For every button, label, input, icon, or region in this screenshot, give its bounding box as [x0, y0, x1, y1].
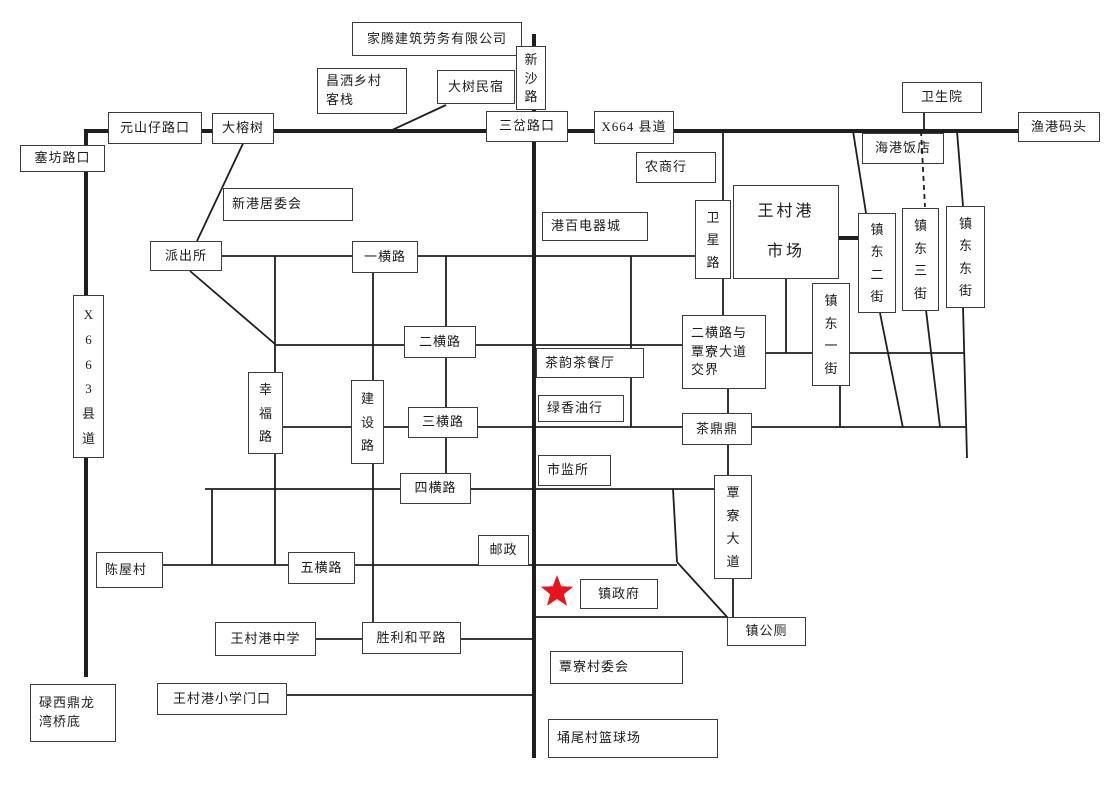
map-box-chadingding: 茶鼎鼎	[682, 413, 752, 445]
map-box-haigang-restaurant: 海港饭店	[862, 133, 944, 164]
map-box-zhendong-1st-street: 镇东一街	[812, 283, 850, 386]
map-box-market-supervision-office: 市监所	[538, 455, 611, 486]
vertical-label-char: 镇	[913, 217, 927, 233]
map-box-zhendong-east-street: 镇东东街	[946, 206, 985, 308]
map-box-fishing-port-wharf: 渔港码头	[1018, 112, 1100, 142]
vertical-label-char: 3	[85, 381, 92, 397]
vertical-label-char: 星	[706, 232, 720, 247]
map-box-dashu-homestay: 大树民宿	[437, 70, 515, 104]
map-box-sanheng-road: 三横路	[408, 407, 478, 438]
vertical-label-char: 大	[726, 531, 740, 546]
map-box-erheng-road: 二横路	[404, 326, 476, 358]
vertical-label-char: 东	[824, 315, 838, 331]
map-box-xingang-committee: 新港居委会	[223, 188, 353, 221]
vertical-label-char: 寮	[726, 508, 740, 523]
vertical-label-char: 沙	[524, 70, 538, 86]
vertical-label-char: 二	[870, 266, 884, 282]
vertical-label-char: 镇	[870, 222, 884, 238]
vertical-label-char: 街	[870, 288, 884, 304]
map-box-yiheng-road: 一横路	[352, 241, 418, 273]
map-box-wuheng-road: 五横路	[288, 552, 355, 584]
vertical-label-char: 县	[81, 406, 95, 422]
map-box-saifang-junction: 塞坊路口	[20, 145, 105, 172]
map-box-wangcungang-market: 王村港 市场	[733, 185, 839, 279]
map-box-x664-county-road: X664 县道	[594, 111, 674, 144]
map-box-rural-commercial-bank: 农商行	[636, 152, 716, 183]
vertical-label-char: 一	[824, 338, 838, 354]
map-box-xingfu-road: 幸福路	[248, 372, 283, 454]
map-box-yongwei-basketball-court: 埇尾村篮球场	[548, 719, 718, 758]
map-box-gangbai-appliance-city: 港百电器城	[542, 212, 648, 241]
map-box-shengli-heping-road: 胜利和平路	[362, 622, 461, 654]
map-box-xinsha-road: 新沙路	[516, 46, 546, 110]
map-box-post-office: 邮政	[478, 535, 529, 566]
vertical-label-char: 路	[524, 89, 538, 105]
vertical-label-char: 6	[85, 331, 92, 347]
map-box-zhendong-2nd-street: 镇东二街	[858, 213, 896, 313]
map-box-chayun-tea-restaurant: 茶韵茶餐厅	[536, 348, 644, 378]
map-box-yuanshanzai-junction: 元山仔路口	[108, 112, 202, 144]
vertical-label-char: 幸	[258, 382, 272, 398]
map-box-luxi-dinglongwan-bridge: 碌西鼎龙 湾桥底	[30, 684, 116, 742]
map-box-siheng-road: 四横路	[400, 473, 471, 504]
map-box-primary-school-gate: 王村港小学门口	[157, 683, 287, 715]
vertical-label-char: 东	[913, 240, 927, 256]
map-box-health-center: 卫生院	[902, 82, 982, 113]
vertical-label-char: 三	[913, 263, 927, 279]
map-box-town-government: 镇政府	[580, 579, 658, 609]
map-box-sancha-junction: 三岔路口	[486, 111, 568, 142]
vertical-label-char: 路	[258, 428, 272, 444]
map-box-x663-county-road: X 6 6 3 县道	[73, 295, 104, 458]
vertical-label-char: 6	[85, 356, 92, 372]
vertical-label-char: 街	[958, 283, 972, 299]
map-box-zhendong-3rd-street: 镇东三街	[902, 208, 939, 311]
vertical-label-char: 街	[824, 361, 838, 377]
vertical-label-char: 镇	[958, 215, 972, 231]
vertical-label-char: 设	[360, 414, 374, 430]
map-box-jiateng-construction: 家腾建筑劳务有限公司	[352, 22, 522, 56]
vertical-label-char: 镇	[824, 292, 838, 308]
vertical-label-char: 东	[870, 244, 884, 260]
vertical-label-char: 道	[81, 431, 95, 447]
vertical-label-char: 新	[524, 51, 538, 67]
map-box-changsa-inn: 昌洒乡村 客栈	[317, 68, 407, 114]
vertical-label-char: 路	[360, 438, 374, 454]
map-box-lvxiang-oil-shop: 绿香油行	[538, 395, 624, 422]
map-box-weixing-road: 卫星路	[695, 200, 731, 279]
map-box-jianshe-road: 建设路	[351, 380, 384, 464]
vertical-label-char: 街	[913, 286, 927, 302]
vertical-label-char: 东	[958, 238, 972, 254]
vertical-label-char: 道	[726, 554, 740, 569]
vertical-label-char: X	[83, 306, 94, 322]
vertical-label-char: 路	[706, 254, 720, 270]
map-box-qinliao-village-committee: 覃寮村委会	[550, 651, 683, 684]
map-box-town-public-toilet: 镇公厕	[727, 617, 806, 646]
map-box-wangcungang-middle-school: 王村港中学	[215, 622, 316, 656]
map-box-police-station: 派出所	[150, 241, 222, 271]
vertical-label-char: 福	[258, 405, 272, 421]
vertical-label-char: 东	[958, 260, 972, 276]
vertical-label-char: 建	[360, 390, 374, 406]
vertical-label-char: 卫	[706, 209, 720, 225]
map-box-chenwu-village: 陈屋村	[96, 552, 163, 588]
vertical-label-char: 覃	[726, 485, 740, 500]
map-box-big-banyan-tree: 大榕树	[212, 113, 274, 144]
map-box-qinliao-avenue: 覃寮大道	[714, 475, 752, 579]
map-box-erheng-qinliao-junction: 二横路与 覃寮大道 交界	[682, 315, 766, 389]
